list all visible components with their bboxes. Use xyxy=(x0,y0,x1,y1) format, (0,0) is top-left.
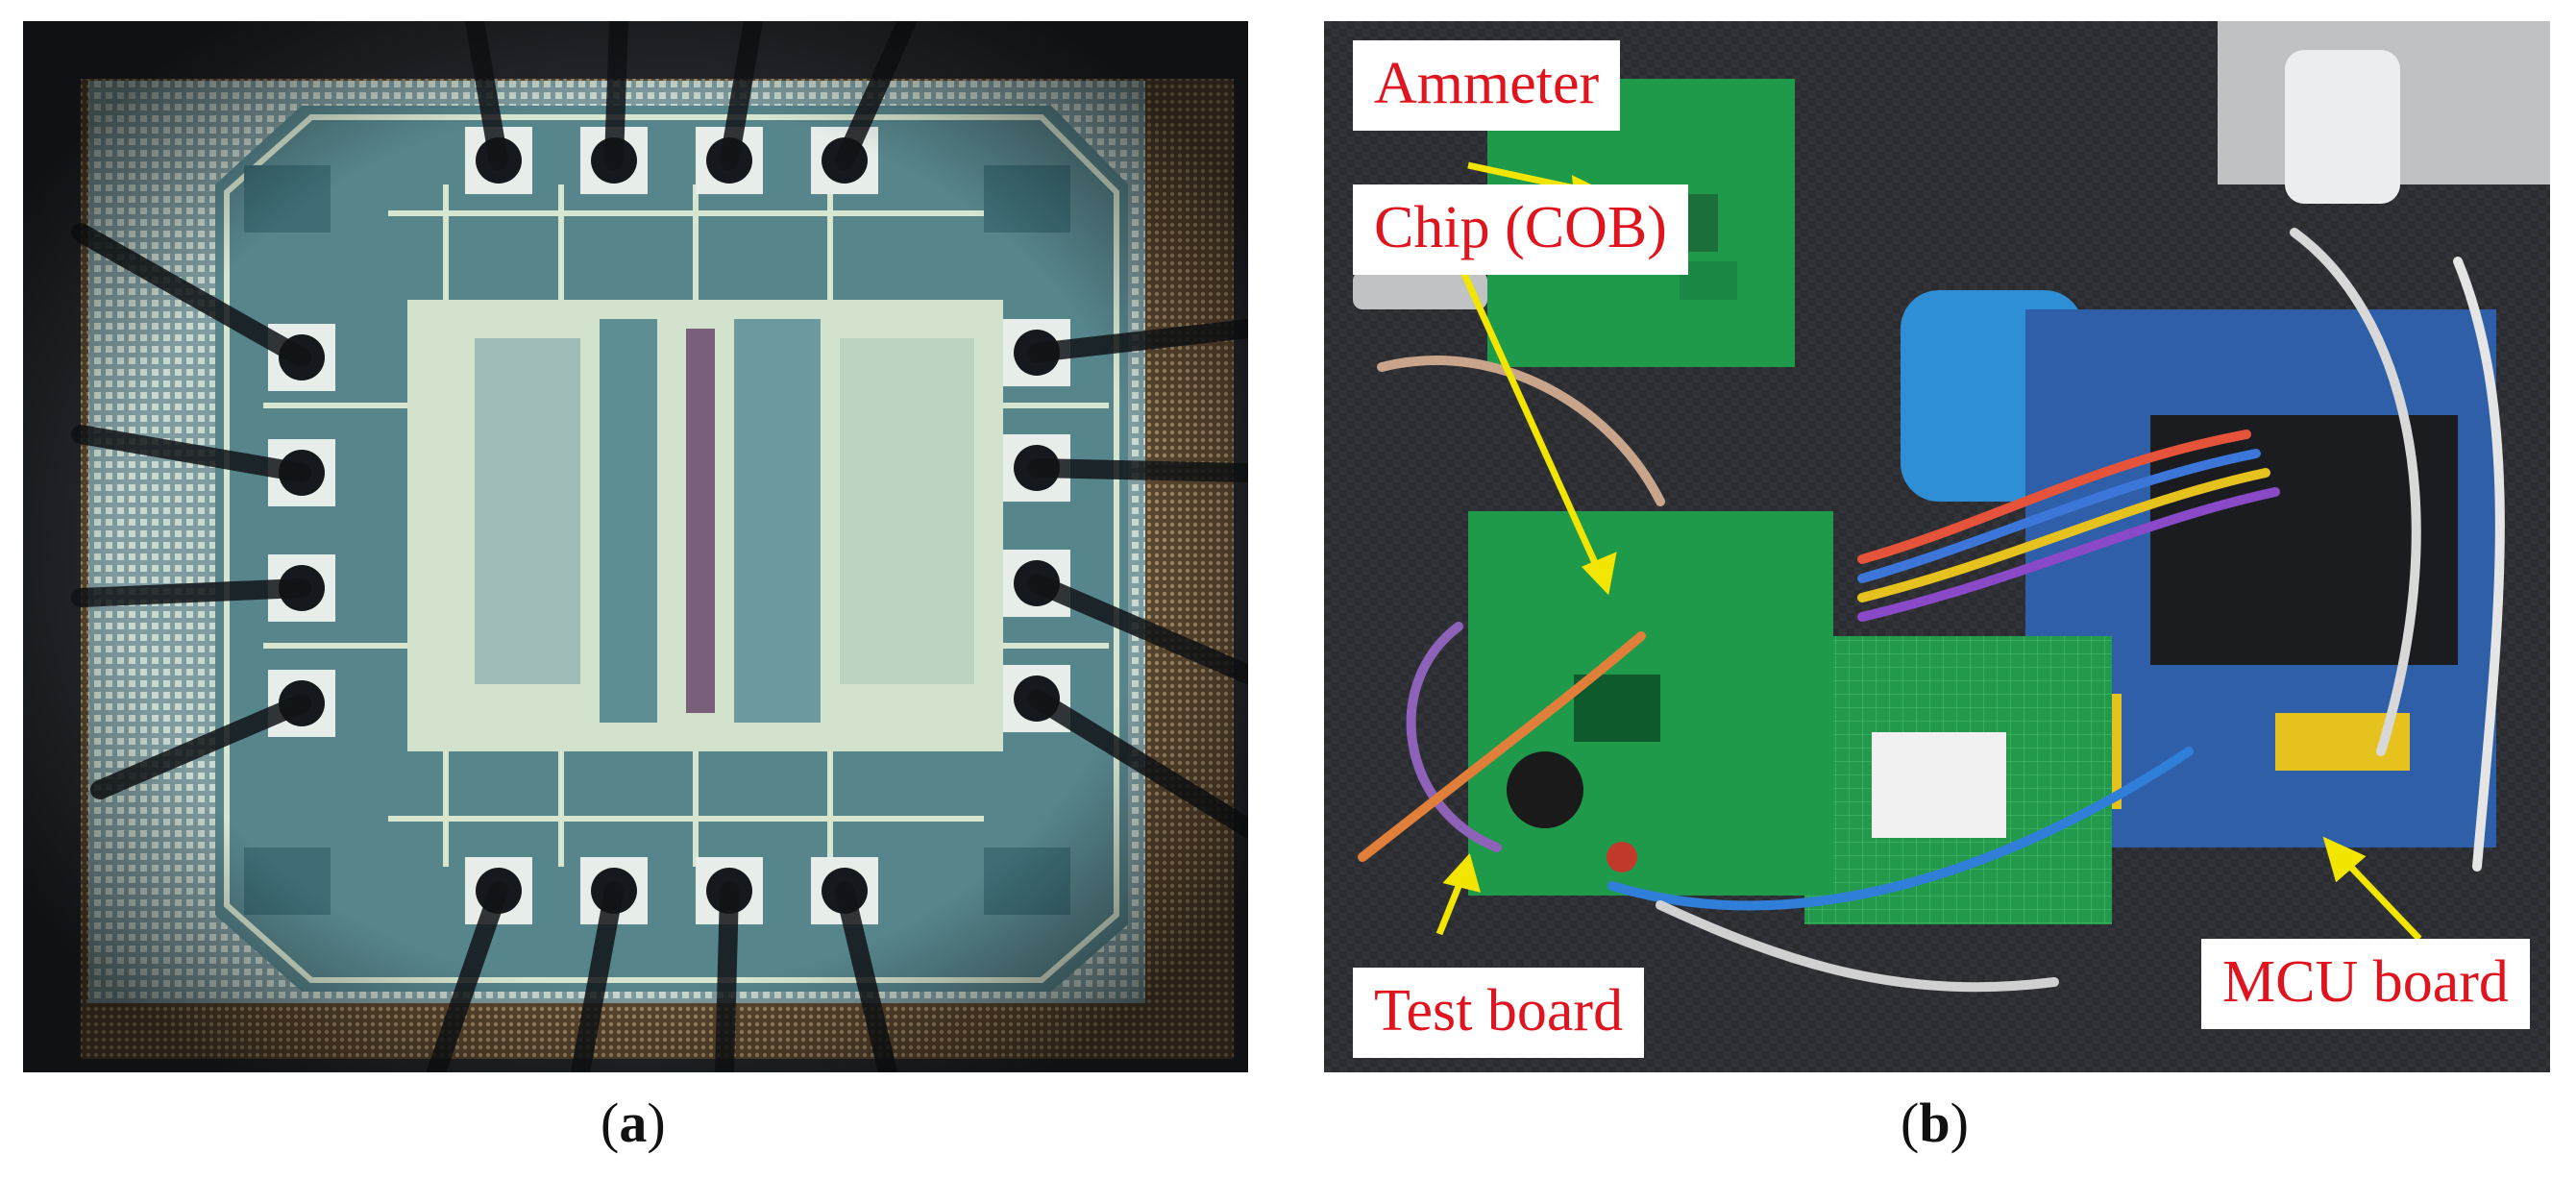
mcu-board-label: MCU board xyxy=(2201,939,2530,1029)
caption-b-open: ( xyxy=(1901,1092,1920,1154)
test-board-label: Test board xyxy=(1353,968,1645,1058)
caption-b: (b) xyxy=(1901,1095,1969,1151)
test-setup-illustration xyxy=(1324,21,2550,1072)
chip-cob-label: Chip (COB) xyxy=(1353,184,1688,275)
chip-die-micrograph xyxy=(23,21,1248,1072)
caption-a: (a) xyxy=(601,1095,666,1151)
die-photo-illustration xyxy=(23,21,1248,1072)
caption-b-close: ) xyxy=(1950,1092,1969,1154)
caption-a-letter: a xyxy=(619,1092,648,1154)
caption-a-close: ) xyxy=(647,1092,666,1154)
test-setup-photo: Ammeter Chip (COB) Test board MCU board xyxy=(1324,21,2550,1072)
caption-b-letter: b xyxy=(1919,1092,1950,1154)
ammeter-label: Ammeter xyxy=(1353,40,1621,131)
caption-a-open: ( xyxy=(601,1092,620,1154)
